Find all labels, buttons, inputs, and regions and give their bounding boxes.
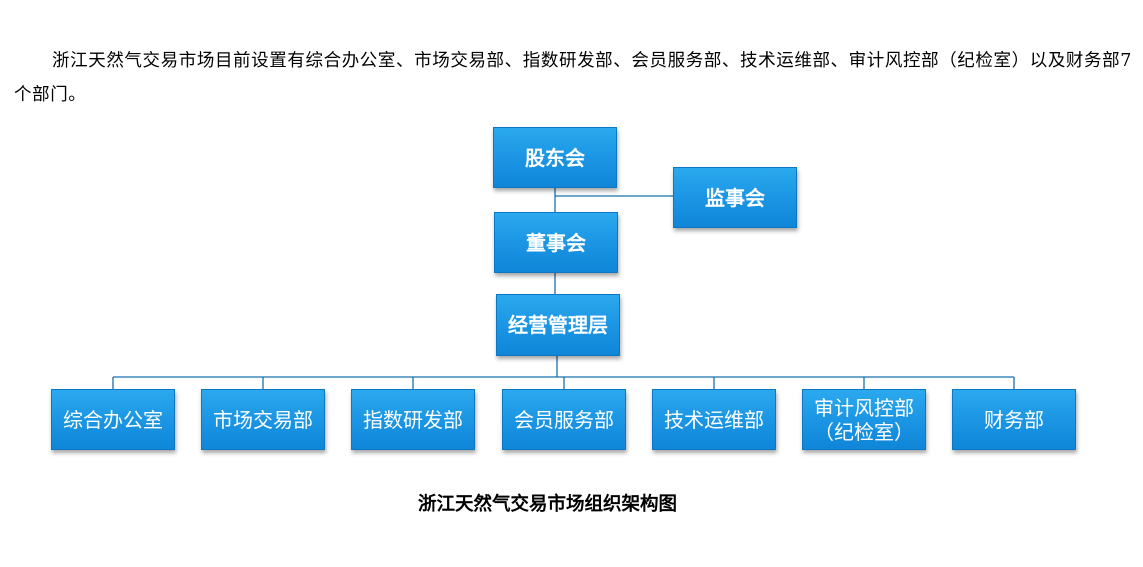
dept-index-research: 指数研发部 <box>351 389 475 450</box>
management-box: 经营管理层 <box>496 294 620 356</box>
dept-member-services: 会员服务部 <box>502 389 626 450</box>
dept-audit-risk-control: 审计风控部 （纪检室） <box>802 389 926 450</box>
dept-tech-operations: 技术运维部 <box>652 389 776 450</box>
shareholders-box: 股东会 <box>493 127 617 188</box>
intro-paragraph: 浙江天然气交易市场目前设置有综合办公室、市场交易部、指数研发部、会员服务部、技术… <box>14 51 1132 105</box>
dept-general-office: 综合办公室 <box>51 389 175 450</box>
dept-market-trading: 市场交易部 <box>201 389 325 450</box>
dept-finance: 财务部 <box>952 389 1076 450</box>
diagram-caption: 浙江天然气交易市场组织架构图 <box>417 494 677 515</box>
supervisors-box: 监事会 <box>673 167 797 228</box>
board-box: 董事会 <box>494 212 618 273</box>
